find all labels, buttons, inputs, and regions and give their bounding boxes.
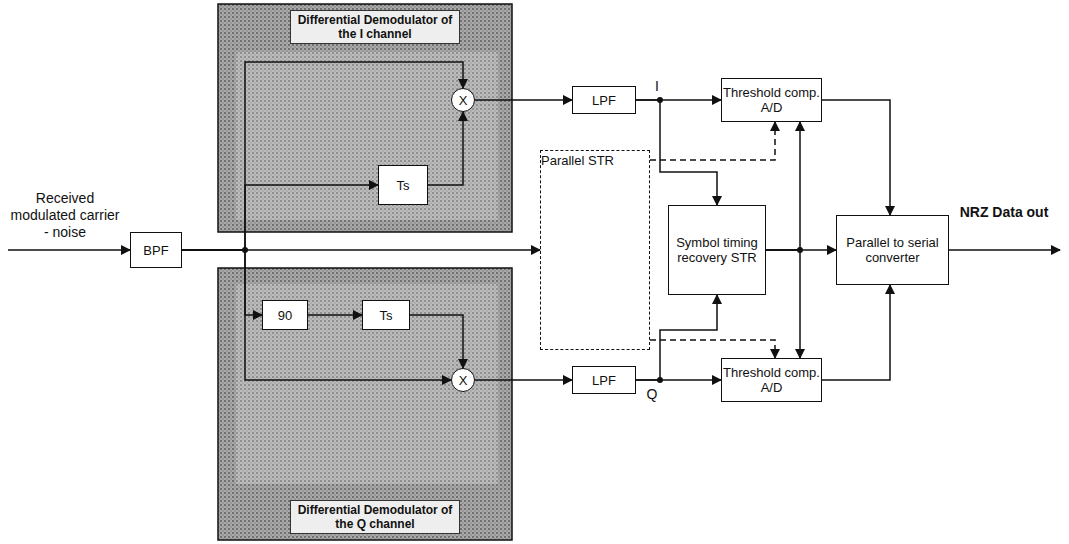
demodulator-group: Differential Demodulator of the I channe… bbox=[218, 4, 512, 232]
converter-box: Parallel to serial converter bbox=[836, 215, 949, 285]
output-arrow bbox=[949, 249, 1060, 251]
signal-connector bbox=[650, 122, 775, 160]
filter-box: LPF bbox=[572, 366, 636, 394]
group-heading: Differential Demodulator of the Q channe… bbox=[290, 500, 460, 534]
signal-connector bbox=[766, 250, 800, 358]
threshold-box: Threshold comp. A/D bbox=[721, 358, 822, 402]
group-heading: Differential Demodulator of the I channe… bbox=[290, 10, 460, 44]
signal-label: NRZ Data out bbox=[956, 204, 1052, 221]
timing-recovery-box: Parallel STR bbox=[540, 150, 650, 350]
box-label: Threshold comp. A/D bbox=[722, 85, 821, 115]
inner-shading bbox=[236, 284, 498, 484]
demodulator-shading bbox=[218, 4, 512, 232]
timing-recovery-box: Symbol timing recovery STR bbox=[668, 205, 766, 295]
box-label: X bbox=[459, 373, 468, 388]
signal-connector bbox=[766, 122, 800, 250]
box-label: 90 bbox=[278, 308, 292, 323]
signal-connector bbox=[182, 62, 463, 250]
demodulator-group: Differential Demodulator of the Q channe… bbox=[218, 268, 512, 540]
signal-connector bbox=[475, 99, 572, 101]
signal-connector bbox=[822, 100, 890, 215]
signal-connector bbox=[410, 315, 463, 368]
filter-box: BPF bbox=[130, 232, 182, 268]
signal-name: Q bbox=[644, 386, 660, 403]
signal-connector bbox=[308, 314, 362, 316]
box-label: Ts bbox=[380, 308, 393, 323]
signal-name: I bbox=[650, 78, 664, 95]
multiplier-circle: X bbox=[451, 368, 475, 392]
delay-box: Ts bbox=[378, 165, 428, 205]
threshold-box: Threshold comp. A/D bbox=[721, 78, 822, 122]
signal-connector bbox=[182, 250, 262, 315]
signal-connector bbox=[822, 285, 890, 380]
signal-connector bbox=[636, 100, 717, 205]
box-label: Threshold comp. A/D bbox=[722, 365, 821, 395]
box-label: LPF bbox=[592, 373, 616, 388]
box-label: Ts bbox=[397, 178, 410, 193]
box-label: LPF bbox=[592, 93, 616, 108]
signal-connector bbox=[428, 112, 463, 185]
box-label: Symbol timing recovery STR bbox=[669, 235, 765, 265]
signal-connector bbox=[475, 379, 572, 381]
filter-box: LPF bbox=[572, 86, 636, 114]
box-label: X bbox=[459, 93, 468, 108]
signal-connector bbox=[636, 295, 717, 380]
demodulator-shading bbox=[218, 268, 512, 540]
inner-shading bbox=[236, 52, 498, 220]
multiplier-circle: X bbox=[451, 88, 475, 112]
box-label: Parallel to serial converter bbox=[837, 235, 948, 265]
box-label: BPF bbox=[143, 243, 168, 258]
delay-box: Ts bbox=[362, 300, 410, 330]
input-arrow bbox=[8, 249, 130, 251]
signal-connector bbox=[182, 185, 378, 250]
signal-label: Received modulated carrier - noise bbox=[8, 190, 122, 241]
phase-shift-box: 90 bbox=[262, 300, 308, 330]
signal-connector bbox=[182, 250, 451, 380]
signal-connector bbox=[650, 340, 775, 358]
box-label: Parallel STR bbox=[541, 153, 614, 168]
